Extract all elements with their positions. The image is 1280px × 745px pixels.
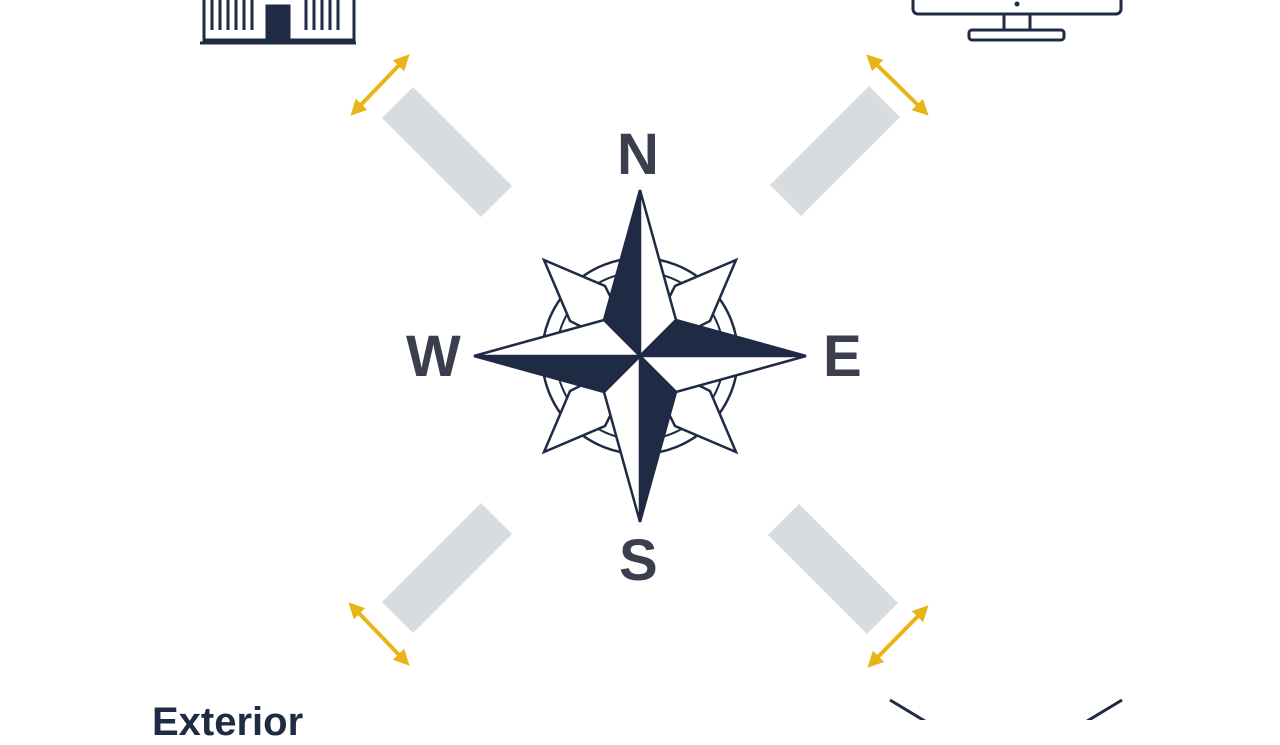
compass-diagram: N S W E Exterior bbox=[152, 0, 1123, 744]
diagram-canvas bbox=[200, 0, 1123, 720]
west-label: W bbox=[406, 324, 461, 389]
monitor-icon bbox=[911, 0, 1123, 42]
arrow-top-right bbox=[866, 54, 929, 116]
arrow-top-left bbox=[350, 54, 410, 116]
panel-bottom-right bbox=[767, 503, 899, 635]
east-label: E bbox=[823, 324, 862, 389]
chevron-down-icon bbox=[889, 698, 1123, 720]
compass-rose-icon bbox=[473, 189, 807, 523]
bottom-caption: Exterior bbox=[152, 700, 304, 744]
south-label: S bbox=[619, 528, 658, 593]
north-label: N bbox=[617, 122, 659, 187]
panel-bottom-left bbox=[381, 502, 513, 634]
panel-top-right bbox=[769, 85, 901, 217]
building-icon bbox=[200, 0, 356, 45]
arrow-bottom-left bbox=[348, 602, 410, 666]
panel-top-left bbox=[381, 86, 513, 218]
arrow-bottom-right bbox=[867, 605, 929, 668]
